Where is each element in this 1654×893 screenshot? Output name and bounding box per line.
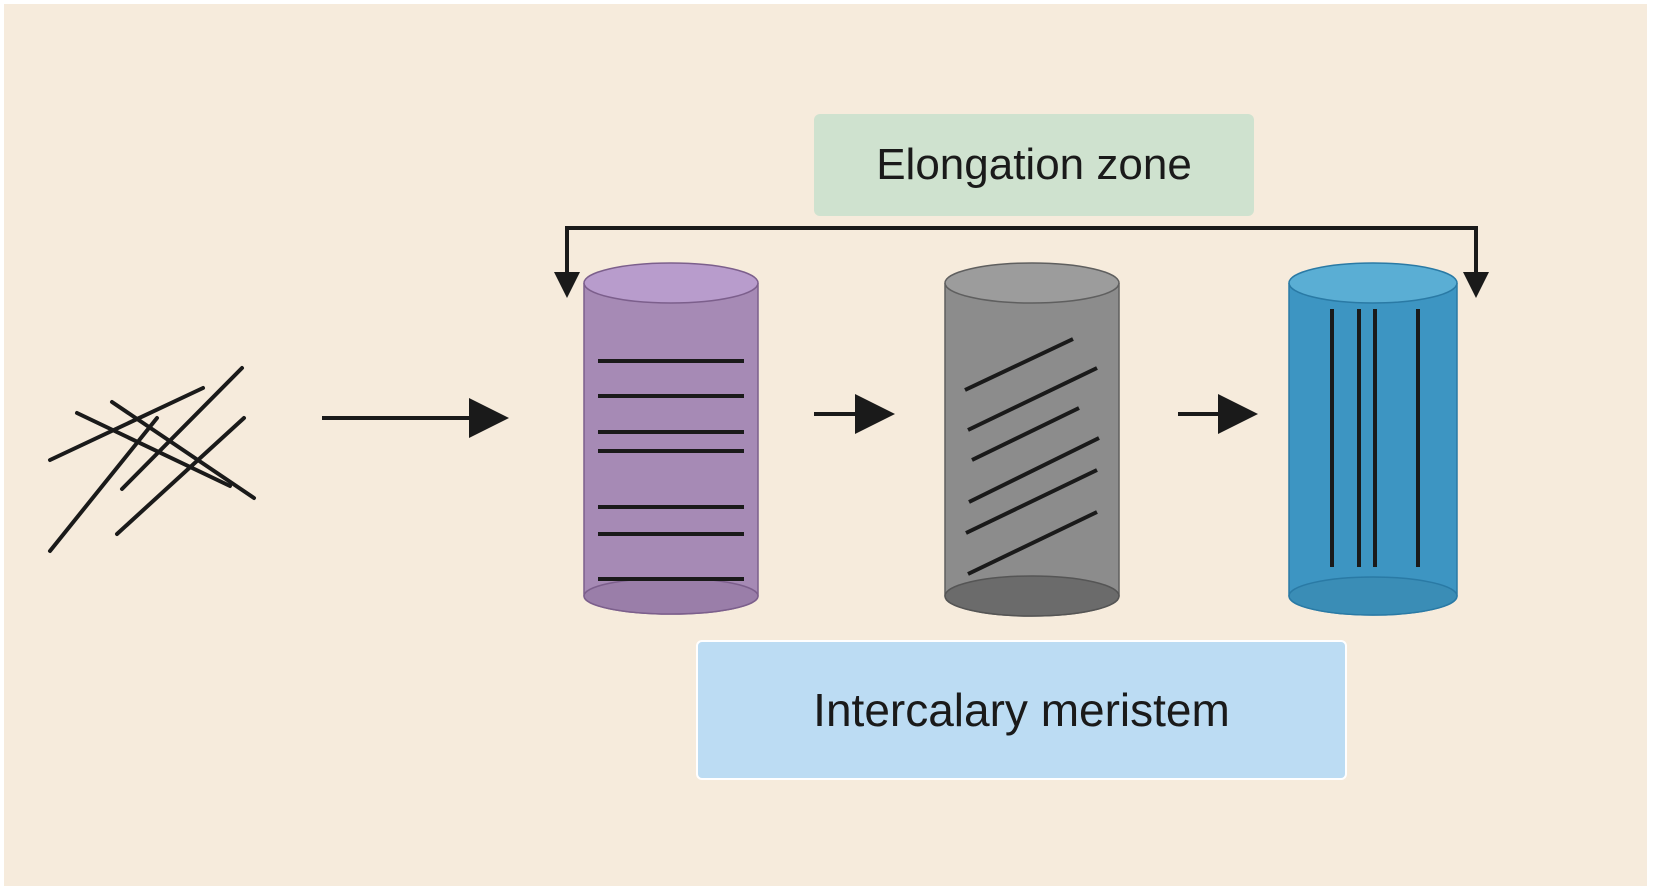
random-microfibrils: [48, 366, 256, 553]
elongation-zone-label: Elongation zone: [814, 114, 1254, 216]
purple-cylinder: [583, 262, 759, 615]
gray-cylinder: [944, 262, 1120, 617]
diagram-svg: [48, 226, 1489, 617]
fibril-line: [120, 366, 244, 491]
elongation-bracket: [554, 226, 1489, 298]
fibril-line: [75, 411, 232, 488]
fibril-line: [48, 416, 159, 553]
fibril-line: [115, 416, 246, 536]
blue-cylinder: [1288, 262, 1458, 616]
fibril-line: [110, 400, 256, 500]
intercalary-meristem-label: Intercalary meristem: [696, 640, 1347, 780]
bracket-arrowhead-left: [554, 272, 580, 298]
fibril-line: [48, 386, 205, 462]
diagram-canvas: Elongation zone Intercalary meristem: [4, 4, 1647, 886]
bracket-arrowhead-right: [1463, 272, 1489, 298]
longitudinal-microfibrils: [1330, 309, 1420, 567]
oblique-microfibrils: [964, 337, 1100, 576]
transverse-microfibrils: [598, 359, 744, 581]
